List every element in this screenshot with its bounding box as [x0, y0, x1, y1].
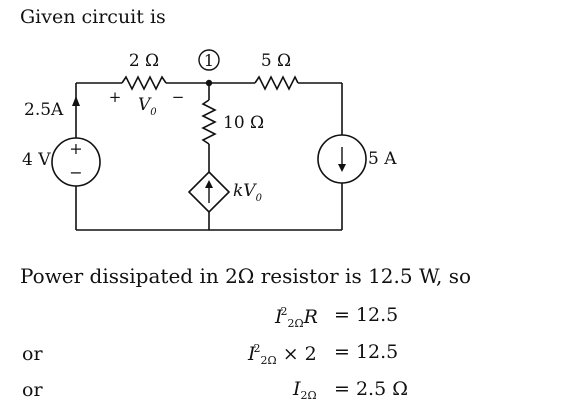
eq-lhs: I22Ω × 2: [248, 342, 317, 367]
node-label-circle: [198, 49, 220, 71]
r1-value: 2 Ω: [129, 51, 159, 71]
circuit-wires: [75, 75, 343, 231]
resistor-10ohm: [201, 99, 217, 145]
dep-label: kV0: [233, 181, 263, 204]
eq-rhs: = 12.5: [334, 304, 399, 326]
node-dot: [205, 79, 213, 87]
resistor-2ohm: [121, 75, 167, 91]
vs-minus: −: [69, 163, 82, 182]
resistor-5ohm: [254, 75, 299, 91]
v0-label: V0: [138, 95, 157, 118]
source-current: 2.5A: [24, 100, 64, 120]
vs-plus: +: [69, 139, 82, 158]
eq-lhs: I22ΩR: [275, 305, 318, 330]
node-label: 1: [204, 51, 214, 70]
current-arrow-icon: [72, 96, 80, 106]
v0-plus: +: [109, 88, 122, 106]
r2-value: 5 Ω: [261, 51, 291, 71]
cs-value: 5 A: [368, 149, 397, 169]
v0-minus: −: [172, 88, 185, 106]
intro-text: Given circuit is: [20, 6, 166, 28]
eq-prefix: or: [22, 379, 43, 401]
dep-arrow-icon: [205, 180, 213, 188]
source-voltage: 4 V: [22, 150, 51, 170]
circuit-diagram: 1 + − 2 Ω 5 Ω 10 Ω 2.5A 4 V + − V0 kV0 5…: [22, 49, 397, 231]
eq-rhs: = 2.5 Ω: [334, 378, 408, 400]
eq-rhs: = 12.5: [334, 341, 399, 363]
voltage-source: [51, 137, 101, 187]
power-paragraph: Power dissipated in 2Ω resistor is 12.5 …: [20, 264, 472, 288]
eq-prefix: or: [22, 343, 43, 365]
cs-arrow-icon: [338, 164, 346, 172]
eq-lhs: I2Ω: [293, 378, 317, 402]
r3-value: 10 Ω: [223, 113, 264, 133]
